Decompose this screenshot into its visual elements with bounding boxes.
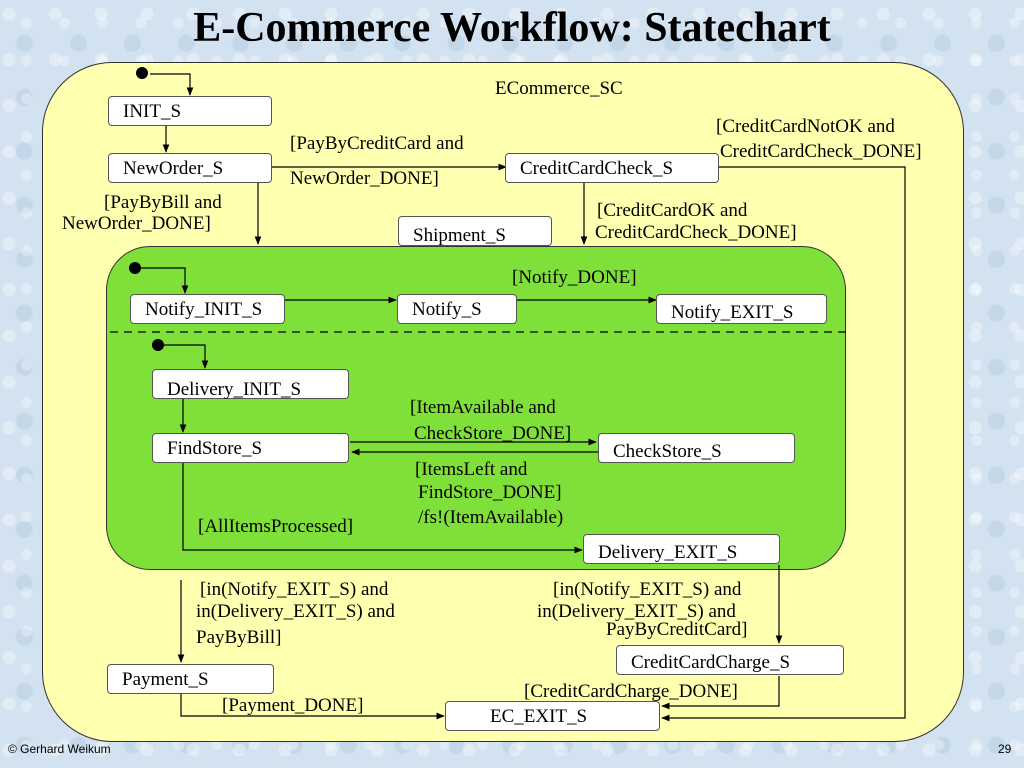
label-tocc-1: [in(Notify_EXIT_S) and [553,579,742,600]
label-itemavailable-2: CheckStore_DONE] [414,423,572,444]
state-neworder[interactable]: NewOrder_S [108,153,272,183]
state-delivery-init[interactable]: Delivery_INIT_S [152,369,349,400]
label-ccok-1: [CreditCardOK and [597,200,748,221]
label-itemsleft-1: [ItemsLeft and [415,459,528,480]
label-paybycc-2: NewOrder_DONE] [290,168,439,189]
label-ccharge-done: [CreditCardCharge_DONE] [524,681,738,702]
state-delivery-exit[interactable]: Delivery_EXIT_S [583,534,780,564]
state-notify[interactable]: Notify_S [397,294,517,324]
label-paybybill-2: NewOrder_DONE] [62,213,211,234]
state-payment[interactable]: Payment_S [107,664,274,694]
footer-author: © Gerhard Weikum [8,742,111,756]
label-tocc-2: in(Delivery_EXIT_S) and [537,601,736,622]
label-tobill-1: [in(Notify_EXIT_S) and [200,579,389,600]
superstate-name: ECommerce_SC [495,78,623,99]
state-notify-init[interactable]: Notify_INIT_S [130,294,285,324]
state-checkstore[interactable]: CheckStore_S [598,433,795,463]
label-paybycc-1: [PayByCreditCard and [290,133,464,154]
label-ccnotok-1: [CreditCardNotOK and [716,116,895,137]
label-paybybill-1: [PayByBill and [104,192,222,213]
label-ccok-2: CreditCardCheck_DONE] [595,222,797,243]
label-allitems: [AllItemsProcessed] [198,516,354,537]
state-findstore[interactable]: FindStore_S [152,433,349,463]
label-itemavailable-1: [ItemAvailable and [410,397,556,418]
state-ec-exit[interactable]: EC_EXIT_S [445,701,660,731]
label-tobill-3: PayByBill] [196,627,282,648]
label-itemsleft-2: FindStore_DONE] [418,482,562,503]
state-notify-exit[interactable]: Notify_EXIT_S [656,294,827,324]
label-payment-done: [Payment_DONE] [222,695,364,716]
label-ccnotok-2: CreditCardCheck_DONE] [720,141,922,162]
label-itemsleft-3: /fs!(ItemAvailable) [418,507,564,528]
label-notify-done: [Notify_DONE] [512,267,637,288]
state-shipment[interactable]: Shipment_S [398,216,552,246]
state-creditcardcharge[interactable]: CreditCardCharge_S [616,645,844,675]
state-creditcardcheck[interactable]: CreditCardCheck_S [505,153,719,183]
page-number: 29 [998,742,1012,756]
state-init[interactable]: INIT_S [108,96,272,126]
label-tocc-3: PayByCreditCard] [606,619,748,640]
slide-title: E-Commerce Workflow: Statechart [193,5,831,51]
label-tobill-2: in(Delivery_EXIT_S) and [196,601,395,622]
